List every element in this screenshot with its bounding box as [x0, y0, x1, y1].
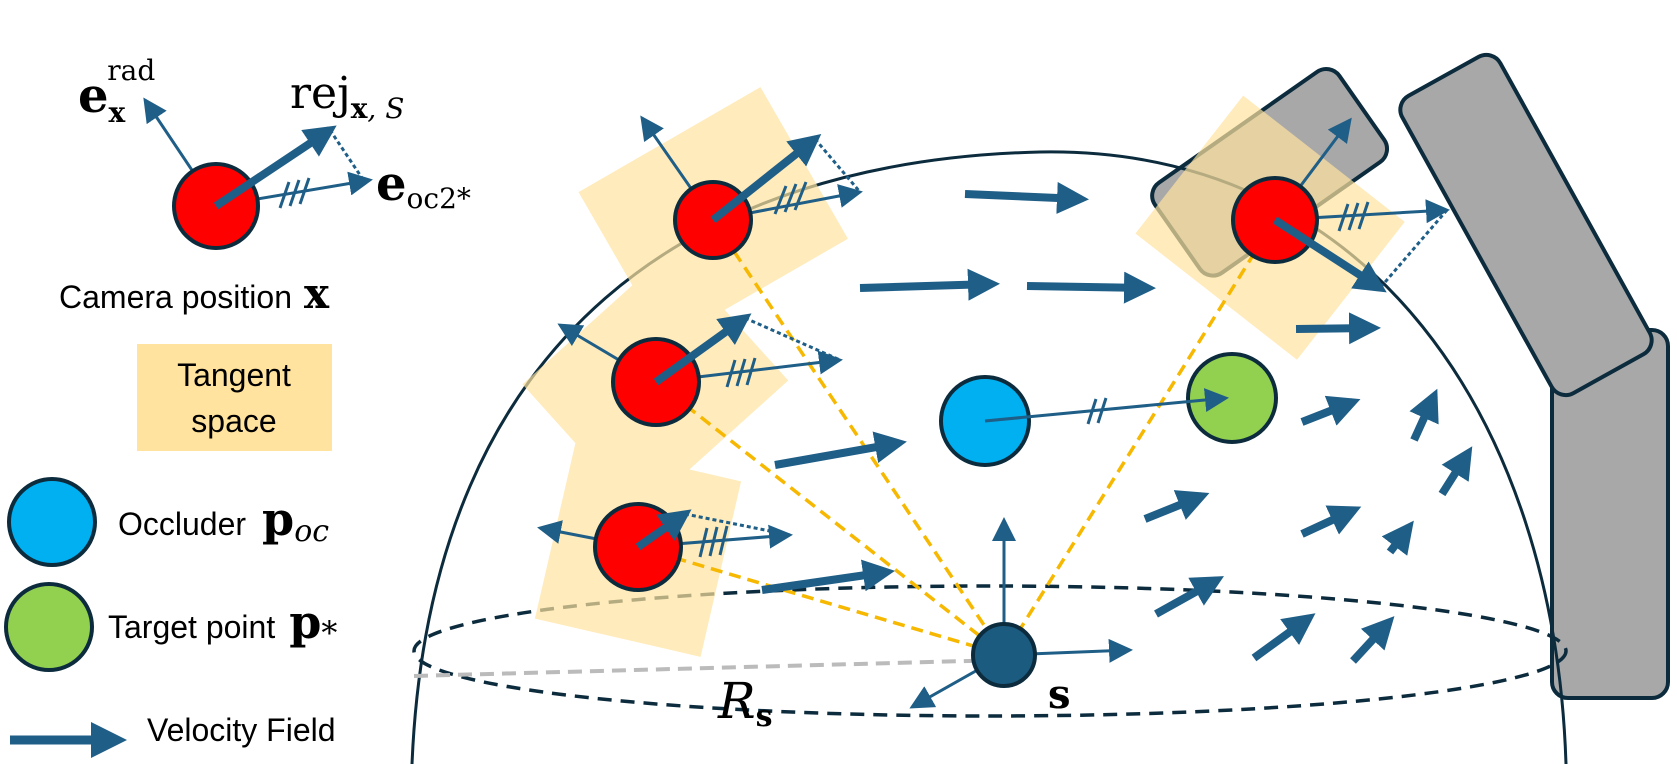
camera-node — [1231, 117, 1450, 293]
legend-velocity-label: Velocity Field — [147, 712, 336, 748]
legend-rejection-dotted — [328, 129, 364, 179]
sight-line — [711, 219, 1006, 656]
rejection-arrow — [1272, 216, 1387, 293]
center-circle — [971, 622, 1037, 688]
radius-line — [413, 658, 1005, 678]
hemisphere-outline — [410, 150, 1568, 764]
sight-line — [637, 545, 1005, 657]
legend-e-rad-label: exrad — [78, 54, 155, 129]
rejection-arrow — [710, 134, 822, 224]
occluder-target-pair — [939, 352, 1278, 467]
sight-line — [1002, 219, 1277, 656]
camera-node — [537, 502, 793, 592]
legend-tangent-line2: space — [191, 403, 276, 439]
velocity-arrow — [1350, 616, 1395, 664]
velocity-arrow — [1154, 576, 1224, 618]
velocity-arrow — [1026, 271, 1156, 304]
parallel-ticks — [278, 177, 311, 209]
velocity-arrow — [1143, 490, 1210, 523]
velocity-field — [761, 181, 1473, 664]
camera-node — [640, 115, 863, 260]
parallel-ticks — [698, 525, 729, 558]
velocity-arrow — [859, 268, 1000, 301]
rejection-arrow — [653, 313, 752, 386]
robot-arm-upper-link — [1398, 52, 1654, 398]
velocity-arrow — [1300, 395, 1361, 426]
rejection-dotted — [744, 316, 841, 362]
parallel-ticks — [1086, 397, 1108, 425]
sight-line — [654, 380, 1006, 657]
velocity-arrow — [1409, 388, 1439, 442]
legend-rejection-arrow — [213, 125, 337, 210]
legend-occluder-swatch — [7, 477, 97, 567]
legend-tangent-line1: Tangent — [177, 357, 291, 393]
rejection-arrow — [635, 509, 692, 551]
base-ellipse — [412, 584, 1568, 718]
rejection-dotted — [813, 138, 862, 193]
velocity-arrow — [1300, 505, 1362, 538]
rejection-dotted — [684, 512, 791, 537]
parallel-ticks — [1337, 201, 1370, 232]
legend-camera-glyph — [143, 97, 373, 250]
velocity-arrow — [1381, 520, 1414, 556]
rejection-dotted — [1378, 209, 1449, 289]
camera-node — [557, 313, 843, 427]
legend-tangent-swatch — [137, 344, 332, 451]
velocity-arrow — [1438, 446, 1473, 497]
radius-label: Rs — [717, 672, 773, 734]
target-circle — [1186, 352, 1278, 444]
sight-lines — [637, 219, 1277, 657]
center-label: s — [1048, 671, 1071, 718]
parallel-ticks — [725, 357, 757, 388]
velocity-arrow — [1295, 312, 1381, 345]
parallel-ticks — [773, 181, 808, 215]
velocity-arrow — [964, 181, 1089, 214]
velocity-arrow — [774, 431, 907, 469]
legend-eoc-label: eoc2* — [376, 156, 471, 215]
sphere-center — [909, 517, 1133, 709]
occluder-to-target-arrow — [984, 388, 1229, 423]
velocity-arrow — [1251, 613, 1316, 662]
legend-target-swatch — [4, 582, 94, 672]
velocity-arrow — [761, 559, 895, 594]
legend-rej-label: rejx, S — [290, 68, 404, 125]
